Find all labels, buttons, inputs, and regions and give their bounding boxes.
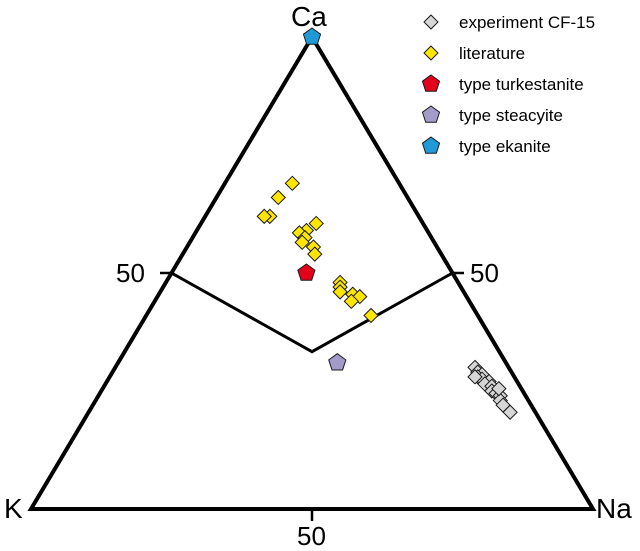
right-tick-label: 50 [470,258,499,288]
field-boundary-layer [170,271,454,354]
legend-label-experiment-cf-15: experiment CF-15 [459,13,595,32]
series-type-ekanite [302,27,322,45]
data-point-experiment-cf-15-14 [502,404,518,420]
data-point-literature-9 [294,234,310,251]
vertex-label-k: K [4,493,23,524]
legend-marker-experiment-cf-15 [423,14,439,30]
data-point-literature-2 [270,189,286,206]
data-point-type-turkestanite-1 [297,263,316,281]
legend-label-literature: literature [459,44,525,63]
field-boundary-line-1 [170,271,314,354]
bottom-tick-label: 50 [297,521,326,551]
legend-marker-type-steacyite [421,105,441,123]
vertex-label-layer: Ca K Na [4,1,632,524]
data-point-type-ekanite-1 [302,27,322,45]
legend-marker-type-turkestanite [421,74,441,92]
series-literature [256,175,379,324]
legend-marker-literature [423,45,439,61]
data-points-layer [256,27,518,420]
legend-label-type-ekanite: type ekanite [459,137,551,156]
data-point-literature-11 [307,246,323,262]
data-point-literature-5 [308,215,324,232]
data-point-literature-14 [332,284,348,300]
data-point-type-steacyite-1 [328,353,347,371]
field-boundary-line-2 [310,271,454,354]
legend-marker-type-ekanite [421,136,441,154]
vertex-label-ca: Ca [291,1,327,32]
vertex-label-na: Na [596,493,632,524]
legend-label-type-turkestanite: type turkestanite [459,75,584,94]
data-point-experiment-cf-15-15 [467,369,483,385]
data-point-literature-4 [256,208,272,225]
data-point-literature-18 [363,307,379,324]
data-point-literature-1 [284,175,301,192]
series-experiment-cf-15 [467,359,518,420]
data-point-experiment-cf-15-16 [491,380,507,397]
left-tick-label: 50 [116,258,145,288]
series-type-turkestanite [297,263,316,281]
tick-layer: 50 50 50 [116,258,499,551]
legend-label-type-steacyite: type steacyite [459,106,563,125]
data-point-literature-17 [343,293,360,310]
series-type-steacyite [328,353,347,371]
legend: experiment CF-15 literature type turkestan… [421,13,595,156]
